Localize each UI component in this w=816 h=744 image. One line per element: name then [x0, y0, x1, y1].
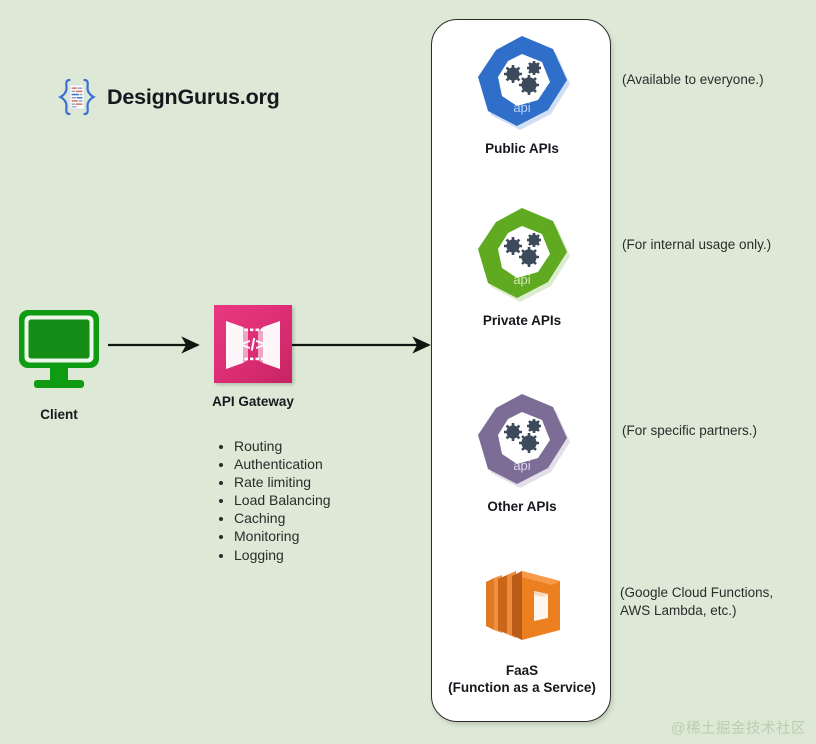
api-inner-text: api: [513, 272, 530, 287]
code-braces-document-icon: [56, 77, 98, 117]
gateway-feature-item: Routing: [234, 437, 331, 455]
service-faas: FaaS (Function as a Service): [432, 558, 612, 696]
api-gateway-doors-icon: </>: [214, 305, 292, 383]
gateway-feature-item: Logging: [234, 546, 331, 564]
watermark: @稀土掘金技术社区: [670, 721, 806, 737]
api-inner-text: api: [513, 458, 530, 473]
services-panel: api Public APIs: [431, 19, 611, 722]
service-label-faas: FaaS (Function as a Service): [448, 663, 596, 695]
gateway-feature-item: Authentication: [234, 455, 331, 473]
aws-lambda-cube-icon: [474, 558, 570, 654]
gateway-feature-item: Rate limiting: [234, 473, 331, 491]
gateway-feature-list: Routing Authentication Rate limiting Loa…: [214, 437, 331, 564]
api-inner-text: api: [513, 100, 530, 115]
api-gateway-label: API Gateway: [212, 394, 294, 409]
note-public-apis: (Available to everyone.): [622, 72, 764, 87]
api-hexagon-icon: api: [472, 32, 572, 132]
gateway-feature-item: Monitoring: [234, 527, 331, 545]
brand-logo: DesignGurus.org: [56, 77, 280, 117]
service-label-other-apis: Other APIs: [487, 499, 557, 514]
service-private-apis: api Private APIs: [432, 204, 612, 329]
note-faas: (Google Cloud Functions, AWS Lambda, etc…: [620, 585, 774, 618]
note-other-apis: (For specific partners.): [622, 423, 758, 438]
service-public-apis: api Public APIs: [432, 32, 612, 157]
service-other-apis: api Other APIs: [432, 390, 612, 515]
note-private-apis: (For internal usage only.): [622, 237, 772, 252]
client-node: Client: [9, 306, 109, 422]
client-label: Client: [40, 407, 78, 422]
service-label-private-apis: Private APIs: [482, 313, 562, 328]
api-hexagon-icon: api: [472, 204, 572, 304]
service-label-public-apis: Public APIs: [485, 141, 559, 156]
api-hexagon-icon: api: [472, 390, 572, 490]
desktop-monitor-icon: [9, 310, 109, 394]
api-gateway-node: </> API Gateway: [203, 305, 303, 409]
gateway-feature-item: Caching: [234, 509, 331, 527]
gateway-code-glyph: </>: [241, 335, 266, 354]
brand-name: DesignGurus.org: [107, 84, 280, 109]
gateway-feature-item: Load Balancing: [234, 491, 331, 509]
